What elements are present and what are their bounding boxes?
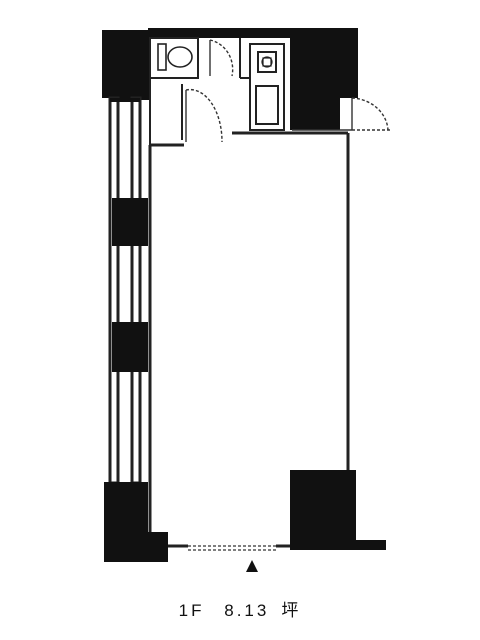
toilet-icon	[157, 43, 193, 71]
entrance-opening	[188, 545, 276, 551]
toilet-door	[209, 39, 234, 77]
kitchen-counter	[249, 43, 285, 131]
wall-top-strip	[148, 28, 290, 38]
wall-bottom-left	[104, 482, 168, 562]
area-value: 8.13	[224, 601, 270, 620]
toilet-room	[149, 37, 199, 79]
left-exterior-wall	[108, 96, 142, 485]
area-unit: 坪	[281, 601, 302, 620]
entrance-triangle-icon	[246, 560, 258, 572]
wall-top-right	[290, 28, 358, 130]
bath-door	[185, 88, 223, 143]
main-room-outline	[148, 131, 350, 548]
wall-pier-left-1	[112, 198, 148, 246]
bath-room	[149, 78, 183, 145]
floor-label: 1F	[178, 601, 205, 620]
right-door	[292, 97, 390, 131]
stove-icon	[261, 56, 273, 68]
plan-caption: 1F 8.13 坪	[0, 596, 480, 621]
wall-bottom-right	[290, 470, 386, 550]
wall-top-left	[102, 30, 150, 100]
wall-pier-left-2	[112, 322, 148, 372]
hall-partition	[239, 38, 250, 79]
